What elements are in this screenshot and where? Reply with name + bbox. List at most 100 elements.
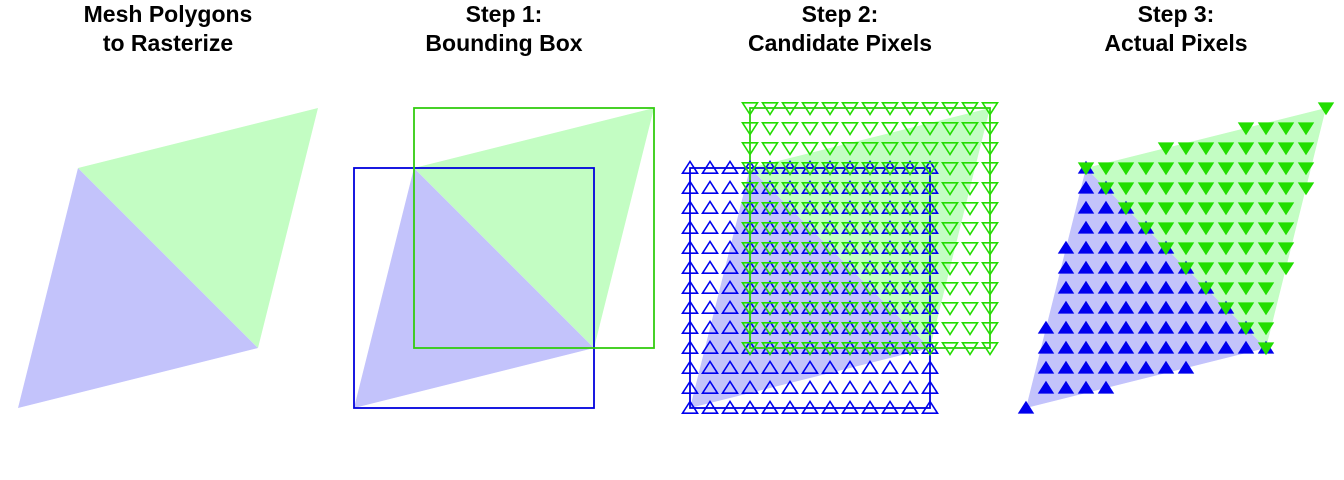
actual-pixel-green	[1257, 282, 1275, 296]
candidate-pixel-green	[741, 122, 759, 136]
candidate-pixel-green	[861, 341, 879, 356]
actual-pixel-blue	[1137, 280, 1155, 294]
actual-pixel-blue	[1077, 260, 1095, 274]
candidate-pixel-blue	[681, 360, 699, 375]
actual-pixel-blue	[1057, 360, 1075, 374]
candidate-pixel-blue	[841, 360, 859, 375]
actual-pixel-green	[1277, 142, 1295, 156]
actual-pixel-green	[1257, 202, 1275, 216]
candidate-pixel-blue	[721, 300, 739, 315]
actual-pixel-green	[1157, 202, 1175, 216]
actual-pixel-green	[1137, 162, 1155, 176]
candidate-pixel-green	[781, 102, 799, 116]
actual-pixel-blue	[1157, 280, 1175, 294]
candidate-pixel-green	[861, 281, 879, 296]
candidate-pixel-green	[901, 182, 919, 196]
green-bounding-box	[413, 107, 655, 349]
candidate-pixel-green	[901, 341, 919, 356]
actual-pixel-blue	[1057, 320, 1075, 334]
actual-pixel-green	[1157, 182, 1175, 196]
candidate-pixel-green	[921, 242, 939, 256]
candidate-pixel-green	[841, 222, 859, 236]
candidate-pixel-blue	[701, 320, 719, 335]
actual-pixel-green	[1237, 182, 1255, 196]
candidate-pixel-blue	[821, 400, 839, 415]
actual-pixel-green	[1277, 122, 1295, 136]
candidate-pixel-green	[741, 182, 759, 196]
actual-pixel-blue	[1097, 340, 1115, 354]
candidate-pixel-green	[801, 142, 819, 156]
actual-pixel-green	[1237, 322, 1255, 336]
candidate-pixel-green	[961, 301, 979, 316]
actual-pixel-green	[1197, 222, 1215, 236]
candidate-pixel-blue	[701, 200, 719, 214]
candidate-pixel-blue	[701, 340, 719, 355]
actual-pixel-blue	[1037, 340, 1055, 354]
actual-pixel-blue	[1097, 260, 1115, 274]
actual-pixel-green	[1177, 162, 1195, 176]
candidate-pixel-blue	[801, 380, 819, 395]
candidate-pixel-green	[861, 142, 879, 156]
candidate-pixel-green	[801, 281, 819, 296]
candidate-pixel-green	[761, 182, 779, 196]
candidate-pixel-blue	[881, 400, 899, 415]
candidate-pixel-green	[901, 222, 919, 236]
candidate-pixel-blue	[681, 280, 699, 295]
candidate-pixel-green	[801, 261, 819, 276]
candidate-pixel-green	[901, 321, 919, 336]
actual-pixel-green	[1237, 202, 1255, 216]
candidate-pixel-green	[841, 261, 859, 276]
actual-pixel-blue	[1117, 280, 1135, 294]
actual-pixel-blue	[1077, 220, 1095, 234]
candidate-pixel-green	[841, 162, 859, 176]
actual-pixel-green	[1237, 302, 1255, 316]
candidate-pixel-green	[921, 142, 939, 156]
candidate-pixel-blue	[741, 360, 759, 375]
candidate-pixel-green	[781, 182, 799, 196]
actual-pixel-green	[1257, 142, 1275, 156]
actual-pixel-blue	[1077, 300, 1095, 314]
actual-pixel-blue	[1077, 360, 1095, 374]
actual-pixel-green	[1277, 222, 1295, 236]
candidate-pixel-green	[781, 142, 799, 156]
actual-pixel-blue	[1197, 320, 1215, 334]
candidate-pixel-green	[841, 102, 859, 116]
candidate-pixel-blue	[681, 400, 699, 415]
candidate-pixel-blue	[721, 160, 739, 174]
candidate-pixel-green	[841, 242, 859, 256]
actual-pixel-green	[1237, 142, 1255, 156]
candidate-pixel-blue	[701, 240, 719, 254]
blue-bounding-box	[689, 167, 931, 409]
candidate-pixel-green	[961, 281, 979, 296]
candidate-pixel-blue	[921, 380, 939, 395]
candidate-pixel-green	[861, 162, 879, 176]
candidate-pixel-blue	[681, 320, 699, 335]
actual-pixel-green	[1237, 262, 1255, 276]
candidate-pixel-blue	[741, 400, 759, 415]
actual-pixel-green	[1117, 162, 1135, 176]
actual-pixel-green	[1257, 302, 1275, 316]
actual-pixel-blue	[1097, 200, 1115, 214]
candidate-pixel-green	[941, 341, 959, 356]
panel-bounding-box	[353, 107, 655, 409]
candidate-pixel-green	[861, 202, 879, 216]
candidate-pixel-green	[981, 222, 999, 236]
candidate-pixel-green	[881, 182, 899, 196]
actual-pixel-green	[1237, 222, 1255, 236]
actual-pixel-green	[1237, 282, 1255, 296]
panel-title-step1: Step 1: Bounding Box	[425, 1, 583, 56]
candidate-pixel-blue	[881, 360, 899, 375]
actual-pixel-blue	[1037, 380, 1055, 394]
actual-pixel-green	[1177, 262, 1195, 276]
candidate-pixel-blue	[681, 300, 699, 315]
candidate-pixel-green	[821, 341, 839, 356]
actual-pixel-green	[1217, 302, 1235, 316]
candidate-pixel-blue	[761, 380, 779, 395]
candidate-pixel-green	[861, 182, 879, 196]
candidate-pixel-blue	[841, 380, 859, 395]
candidate-pixel-blue	[781, 400, 799, 415]
actual-pixel-green	[1277, 162, 1295, 176]
actual-pixel-blue	[1197, 340, 1215, 354]
candidate-pixel-blue	[721, 400, 739, 415]
actual-pixel-blue	[1157, 360, 1175, 374]
